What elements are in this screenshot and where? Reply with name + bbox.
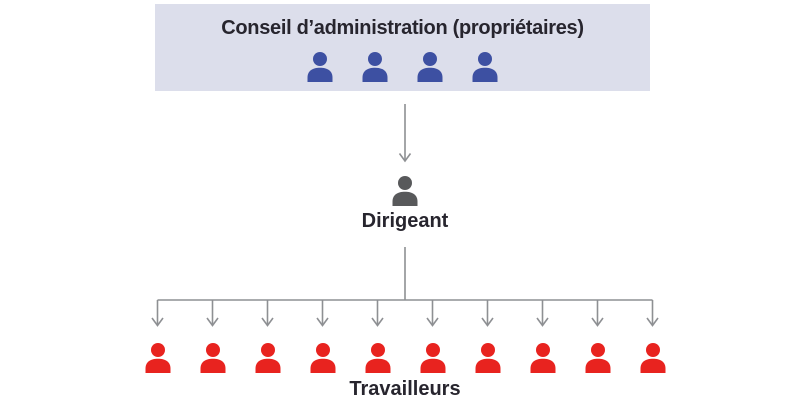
person-icon: [420, 343, 445, 373]
person-icon: [475, 343, 500, 373]
person-icon: [472, 52, 498, 82]
workers-row: [0, 343, 810, 373]
person-icon: [530, 343, 555, 373]
person-icon: [362, 52, 388, 82]
person-icon: [307, 52, 333, 82]
manager-group: Dirigeant: [0, 176, 810, 233]
person-icon: [255, 343, 280, 373]
person-icon: [417, 52, 443, 82]
person-icon: [392, 176, 418, 206]
person-icon: [365, 343, 390, 373]
person-icon: [310, 343, 335, 373]
manager-label: Dirigeant: [361, 210, 449, 232]
person-icon: [640, 343, 665, 373]
person-icon: [145, 343, 170, 373]
manager-person-icon: [391, 176, 419, 206]
board-members-row: [306, 52, 499, 82]
workers-label: Travailleurs: [349, 378, 461, 400]
board-title: Conseil d’administration (propriétaires): [221, 17, 584, 39]
person-icon: [200, 343, 225, 373]
person-icon: [585, 343, 610, 373]
board-box: Conseil d’administration (propriétaires): [155, 4, 650, 91]
